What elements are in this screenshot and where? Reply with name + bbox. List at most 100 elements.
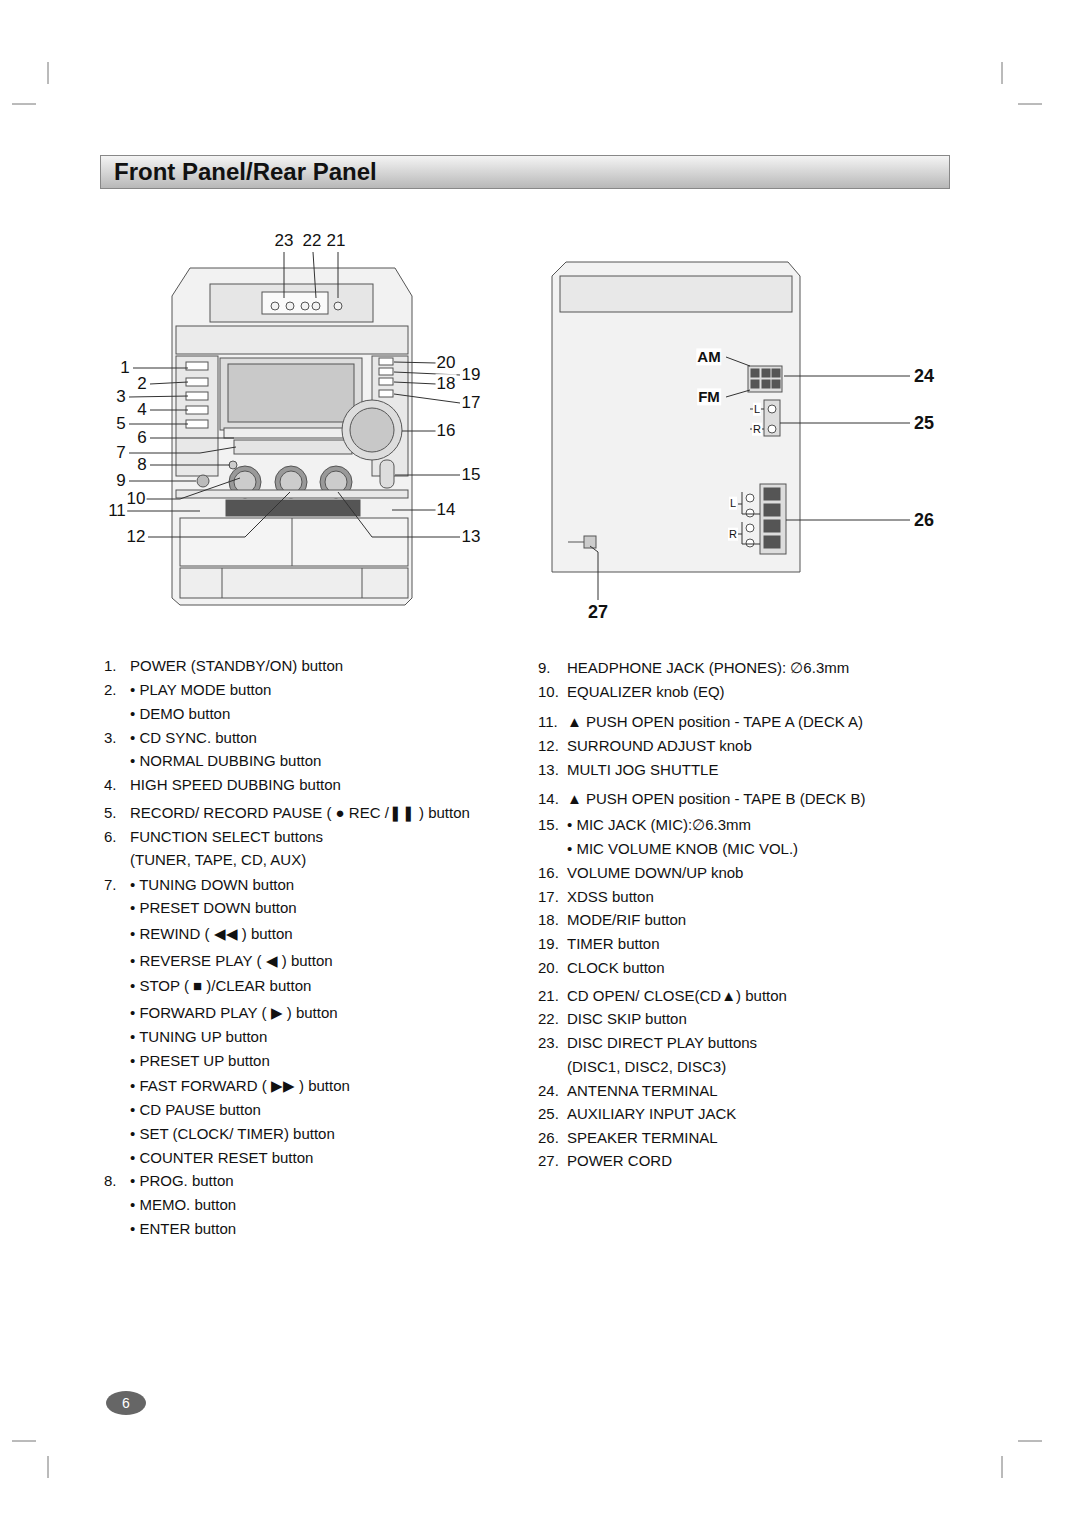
list-text: (TUNER, TAPE, CD, AUX): [130, 851, 306, 868]
list-text: TIMER button: [567, 935, 660, 952]
list-text: • PRESET DOWN button: [130, 899, 297, 916]
list-text: • NORMAL DUBBING button: [130, 752, 321, 769]
list-text: • FORWARD PLAY ( ▶ ) button: [130, 1004, 338, 1021]
callout-number: 23: [274, 231, 295, 251]
list-number: 27.: [538, 1152, 559, 1169]
callout-number: 8: [136, 455, 147, 475]
front-leaders: [127, 252, 460, 537]
list-number: 15.: [538, 816, 559, 833]
list-text: CD OPEN/ CLOSE(CD▲) button: [567, 987, 787, 1004]
front-unit: [172, 268, 412, 605]
page-number-badge: 6: [106, 1391, 146, 1415]
list-number: 3.: [104, 729, 117, 746]
list-text: POWER (STANDBY/ON) button: [130, 657, 343, 674]
list-text: • MIC JACK (MIC):∅6.3mm: [567, 816, 751, 833]
list-text: • STOP ( ■ )/CLEAR button: [130, 977, 311, 994]
callout-number: 4: [136, 400, 147, 420]
list-text: • SET (CLOCK/ TIMER) button: [130, 1125, 335, 1142]
list-text: • ENTER button: [130, 1220, 236, 1237]
list-text: HIGH SPEED DUBBING button: [130, 776, 341, 793]
list-text: DISC DIRECT PLAY buttons: [567, 1034, 757, 1051]
list-text: • REVERSE PLAY ( ◀ ) button: [130, 952, 333, 969]
list-number: 11.: [538, 713, 558, 730]
list-text: POWER CORD: [567, 1152, 672, 1169]
callout-number: 26: [913, 510, 935, 531]
title-band: Front Panel/Rear Panel: [100, 155, 950, 189]
channel-label: R: [728, 528, 738, 541]
list-text: ANTENNA TERMINAL: [567, 1082, 718, 1099]
list-number: 19.: [538, 935, 559, 952]
callout-number: 21: [326, 231, 347, 251]
callout-number: 9: [115, 471, 126, 491]
rear-leaders: [590, 357, 910, 600]
callout-number: 22: [302, 231, 323, 251]
list-number: 20.: [538, 959, 559, 976]
node-text: 6: [122, 1395, 130, 1411]
callout-number: 5: [115, 414, 126, 434]
list-text: SURROUND ADJUST knob: [567, 737, 752, 754]
channel-label: L: [729, 497, 737, 510]
channel-label: R: [752, 423, 762, 436]
list-number: 23.: [538, 1034, 559, 1051]
list-number: 13.: [538, 761, 559, 778]
list-number: 18.: [538, 911, 559, 928]
list-number: 9.: [538, 659, 551, 676]
callout-number: 17: [461, 393, 482, 413]
band-label: FM: [697, 388, 721, 405]
callout-number: 7: [115, 443, 126, 463]
list-number: 1.: [104, 657, 117, 674]
list-number: 25.: [538, 1105, 559, 1122]
callout-number: 13: [461, 527, 482, 547]
list-text: • DEMO button: [130, 705, 230, 722]
callout-number: 20: [436, 353, 457, 373]
list-number: 7.: [104, 876, 117, 893]
list-number: 12.: [538, 737, 559, 754]
list-text: ▲ PUSH OPEN position - TAPE B (DECK B): [567, 790, 866, 807]
list-text: VOLUME DOWN/UP knob: [567, 864, 743, 881]
rear-unit: [552, 262, 800, 572]
list-text: • TUNING DOWN button: [130, 876, 294, 893]
node-text: Front Panel/Rear Panel: [114, 158, 377, 186]
list-text: RECORD/ RECORD PAUSE ( ● REC /❚❚ ) butto…: [130, 804, 470, 821]
list-text: • MEMO. button: [130, 1196, 236, 1213]
list-number: 10.: [538, 683, 559, 700]
list-text: CLOCK button: [567, 959, 665, 976]
list-text: MULTI JOG SHUTTLE: [567, 761, 718, 778]
callout-number: 24: [913, 366, 935, 387]
list-text: (DISC1, DISC2, DISC3): [567, 1058, 726, 1075]
callout-number: 15: [461, 465, 482, 485]
list-text: • PRESET UP button: [130, 1052, 270, 1069]
list-number: 17.: [538, 888, 559, 905]
list-text: MODE/RIF button: [567, 911, 686, 928]
list-text: SPEAKER TERMINAL: [567, 1129, 718, 1146]
list-number: 22.: [538, 1010, 559, 1027]
list-number: 2.: [104, 681, 117, 698]
channel-label: L: [753, 403, 761, 416]
crop-marks: [12, 62, 1042, 1478]
list-text: ▲ PUSH OPEN position - TAPE A (DECK A): [567, 713, 863, 730]
callout-number: 25: [913, 413, 935, 434]
page-badge-shape: [106, 1391, 146, 1415]
list-text: • PROG. button: [130, 1172, 234, 1189]
list-number: 26.: [538, 1129, 559, 1146]
callout-number: 11: [107, 501, 127, 521]
list-number: 8.: [104, 1172, 117, 1189]
list-number: 14.: [538, 790, 559, 807]
list-text: • REWIND ( ◀◀ ) button: [130, 925, 293, 942]
callout-number: 19: [461, 365, 482, 385]
callout-number: 14: [436, 500, 457, 520]
callout-number: 6: [136, 428, 147, 448]
callout-number: 10: [126, 489, 147, 509]
list-number: 4.: [104, 776, 117, 793]
callout-number: 18: [436, 374, 457, 394]
list-text: HEADPHONE JACK (PHONES): ∅6.3mm: [567, 659, 849, 676]
list-text: • CD SYNC. button: [130, 729, 257, 746]
callout-number: 2: [136, 374, 147, 394]
list-number: 21.: [538, 987, 559, 1004]
list-text: • FAST FORWARD ( ▶▶ ) button: [130, 1077, 350, 1094]
list-text: DISC SKIP button: [567, 1010, 687, 1027]
list-text: • CD PAUSE button: [130, 1101, 261, 1118]
callout-number: 16: [436, 421, 457, 441]
callout-number: 27: [587, 602, 609, 623]
list-text: • PLAY MODE button: [130, 681, 271, 698]
